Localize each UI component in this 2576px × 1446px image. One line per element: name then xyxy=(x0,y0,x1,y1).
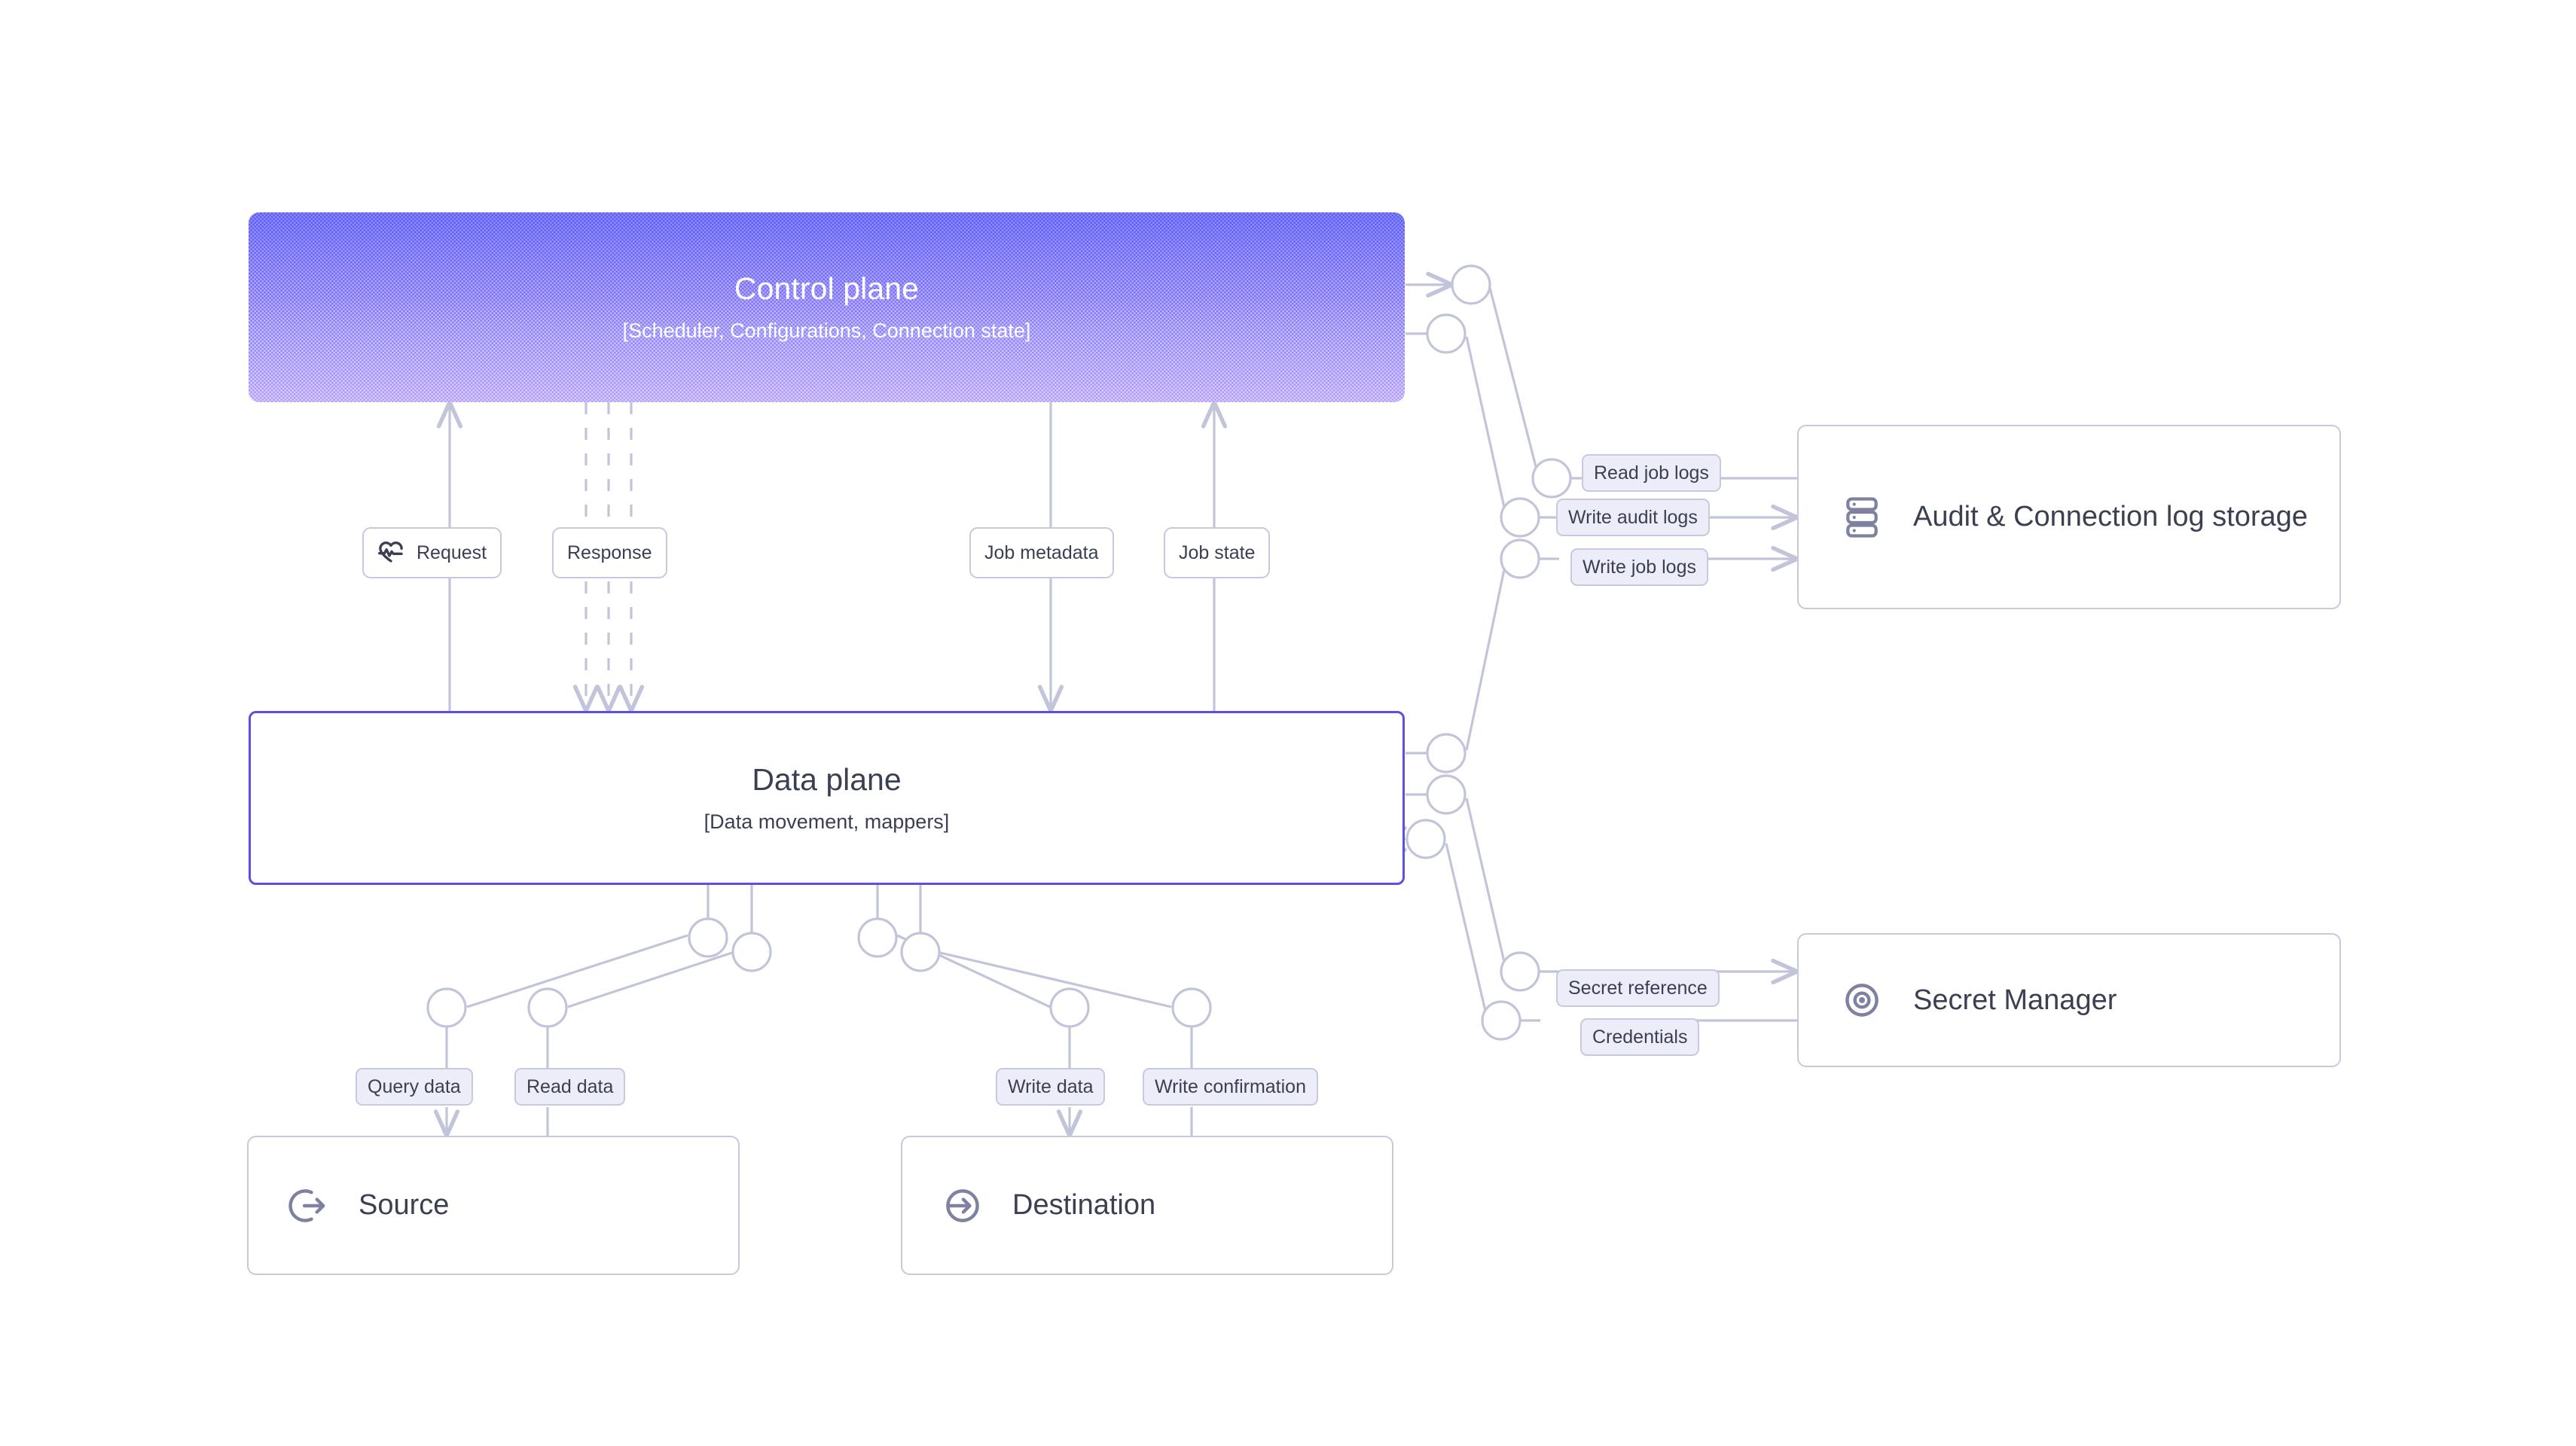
edge-label-write-audit-logs-text: Write audit logs xyxy=(1568,506,1698,528)
connector-dot xyxy=(1531,458,1572,499)
connector-dot xyxy=(1500,538,1540,579)
log-in-icon xyxy=(942,1185,984,1227)
edge-label-job-metadata-text: Job metadata xyxy=(984,541,1099,563)
connector-dot xyxy=(1481,1000,1521,1041)
edge-label-secret-reference[interactable]: Secret reference xyxy=(1556,969,1720,1007)
edge-write-job-logs-diag xyxy=(1465,558,1508,751)
connector-dot xyxy=(1426,774,1467,815)
connector-dot xyxy=(1500,951,1540,992)
secret-manager-label: Secret Manager xyxy=(1913,984,2117,1016)
edge-label-job-state-text: Job state xyxy=(1179,541,1256,563)
control-plane-title: Control plane xyxy=(734,271,920,306)
audit-log-storage-label: Audit & Connection log storage xyxy=(1913,501,2308,533)
edge-label-write-job-logs[interactable]: Write job logs xyxy=(1570,548,1708,586)
connector-dot xyxy=(900,932,941,972)
edge-secret-ref-diag xyxy=(1465,798,1508,972)
edge-label-read-data-text: Read data xyxy=(526,1075,614,1097)
connector-dot xyxy=(1171,987,1212,1028)
edge-label-request-text: Request xyxy=(417,541,487,563)
connector-dot xyxy=(1406,819,1446,859)
edge-label-request[interactable]: Request xyxy=(362,527,502,578)
control-plane-subtitle: [Scheduler, Configurations, Connection s… xyxy=(622,319,1031,342)
edge-label-write-job-logs-text: Write job logs xyxy=(1583,556,1696,578)
control-plane-node[interactable]: Control plane [Scheduler, Configurations… xyxy=(249,212,1405,402)
connector-dot xyxy=(426,987,467,1028)
connector-dot xyxy=(1426,733,1467,773)
edge-label-write-data-text: Write data xyxy=(1008,1075,1094,1097)
source-node[interactable]: Source xyxy=(247,1136,740,1275)
connector-dot xyxy=(731,932,772,972)
edge-query-diag xyxy=(466,934,688,1008)
edge-read-diag xyxy=(567,951,733,1008)
edge-label-read-data[interactable]: Read data xyxy=(514,1068,626,1106)
data-plane-node[interactable]: Data plane [Data movement, mappers] xyxy=(249,711,1405,885)
edge-label-secret-reference-text: Secret reference xyxy=(1568,977,1708,999)
edge-label-credentials[interactable]: Credentials xyxy=(1580,1018,1700,1056)
destination-node[interactable]: Destination xyxy=(901,1136,1393,1275)
edge-label-read-job-logs[interactable]: Read job logs xyxy=(1582,454,1721,492)
edge-write-diag xyxy=(896,934,1051,1008)
edge-label-read-job-logs-text: Read job logs xyxy=(1594,462,1709,484)
secret-manager-node[interactable]: Secret Manager xyxy=(1797,933,2341,1067)
edge-label-response-text: Response xyxy=(567,541,652,563)
edge-conf-diag xyxy=(939,951,1172,1008)
data-plane-subtitle: [Data movement, mappers] xyxy=(704,810,950,833)
edge-label-write-audit-logs[interactable]: Write audit logs xyxy=(1556,499,1710,536)
log-out-icon xyxy=(288,1185,330,1227)
edge-label-write-confirmation-text: Write confirmation xyxy=(1155,1075,1306,1097)
edge-label-write-confirmation[interactable]: Write confirmation xyxy=(1143,1068,1318,1106)
edge-read-job-logs-diag xyxy=(1488,287,1540,479)
data-plane-title: Data plane xyxy=(752,761,902,797)
server-stack-icon xyxy=(1841,494,1883,541)
connector-dot xyxy=(1426,313,1467,354)
source-label: Source xyxy=(359,1189,450,1222)
target-eye-icon xyxy=(1841,979,1883,1021)
connector-dot xyxy=(1500,497,1540,538)
connector-dot xyxy=(857,917,898,958)
edge-label-response[interactable]: Response xyxy=(552,527,667,578)
connector-dot xyxy=(527,987,568,1028)
edge-label-query-data-text: Query data xyxy=(368,1075,461,1097)
edge-label-job-metadata[interactable]: Job metadata xyxy=(969,527,1114,578)
connector-dot xyxy=(688,917,728,958)
audit-log-storage-node[interactable]: Audit & Connection log storage xyxy=(1797,425,2341,609)
edge-label-query-data[interactable]: Query data xyxy=(356,1068,473,1106)
noise-texture xyxy=(249,212,1405,402)
edge-credentials-diag xyxy=(1445,843,1489,1021)
edge-label-write-data[interactable]: Write data xyxy=(996,1068,1106,1106)
connector-dot xyxy=(1451,264,1491,305)
destination-label: Destination xyxy=(1012,1189,1156,1222)
connector-dot xyxy=(1049,987,1090,1028)
edge-label-job-state[interactable]: Job state xyxy=(1164,527,1271,578)
edge-write-audit-diag xyxy=(1465,336,1508,518)
heart-pulse-icon xyxy=(376,538,406,568)
edge-label-credentials-text: Credentials xyxy=(1592,1026,1688,1048)
